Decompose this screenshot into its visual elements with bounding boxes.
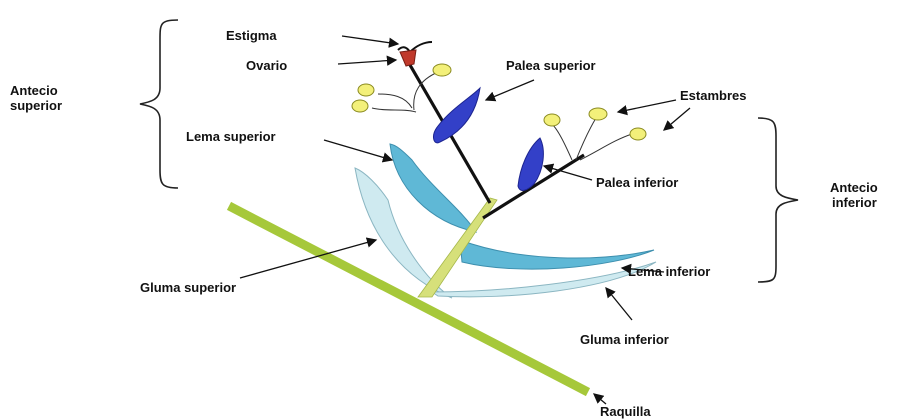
estigma-pointer <box>342 36 398 44</box>
label-antecio-inferior-2: inferior <box>832 195 877 210</box>
label-lema-superior: Lema superior <box>186 129 276 144</box>
antecio-inferior-brace <box>758 118 798 282</box>
label-ovario: Ovario <box>246 58 287 73</box>
upper-stamen-filaments <box>372 72 438 112</box>
raquilla-pointer <box>594 394 606 404</box>
label-palea-superior: Palea superior <box>506 58 596 73</box>
label-estigma: Estigma <box>226 28 277 43</box>
lema-inferior-shape <box>460 240 654 269</box>
label-antecio-superior-2: superior <box>10 98 62 113</box>
ovario-shape <box>400 50 416 66</box>
label-lema-inferior: Lema inferior <box>628 264 710 279</box>
palea-inferior-pointer <box>544 166 592 180</box>
label-palea-inferior: Palea inferior <box>596 175 678 190</box>
label-antecio-inferior-1: Antecio <box>830 180 878 195</box>
estambres-pointer-1 <box>618 100 676 112</box>
gluma-inferior-pointer <box>606 288 632 320</box>
label-raquilla: Raquilla <box>600 404 651 419</box>
label-antecio-superior-1: Antecio <box>10 83 58 98</box>
lower-stamen-filaments <box>552 118 632 160</box>
estambres-pointer-2 <box>664 108 690 130</box>
lema-superior-pointer <box>324 140 392 160</box>
raquilla-bar <box>233 208 584 390</box>
ovario-pointer <box>338 60 396 64</box>
upper-anthers <box>352 64 451 112</box>
palea-superior-pointer <box>486 80 534 100</box>
label-gluma-superior: Gluma superior <box>140 280 236 295</box>
antecio-superior-brace <box>140 20 178 188</box>
label-estambres: Estambres <box>680 88 746 103</box>
label-gluma-inferior: Gluma inferior <box>580 332 669 347</box>
